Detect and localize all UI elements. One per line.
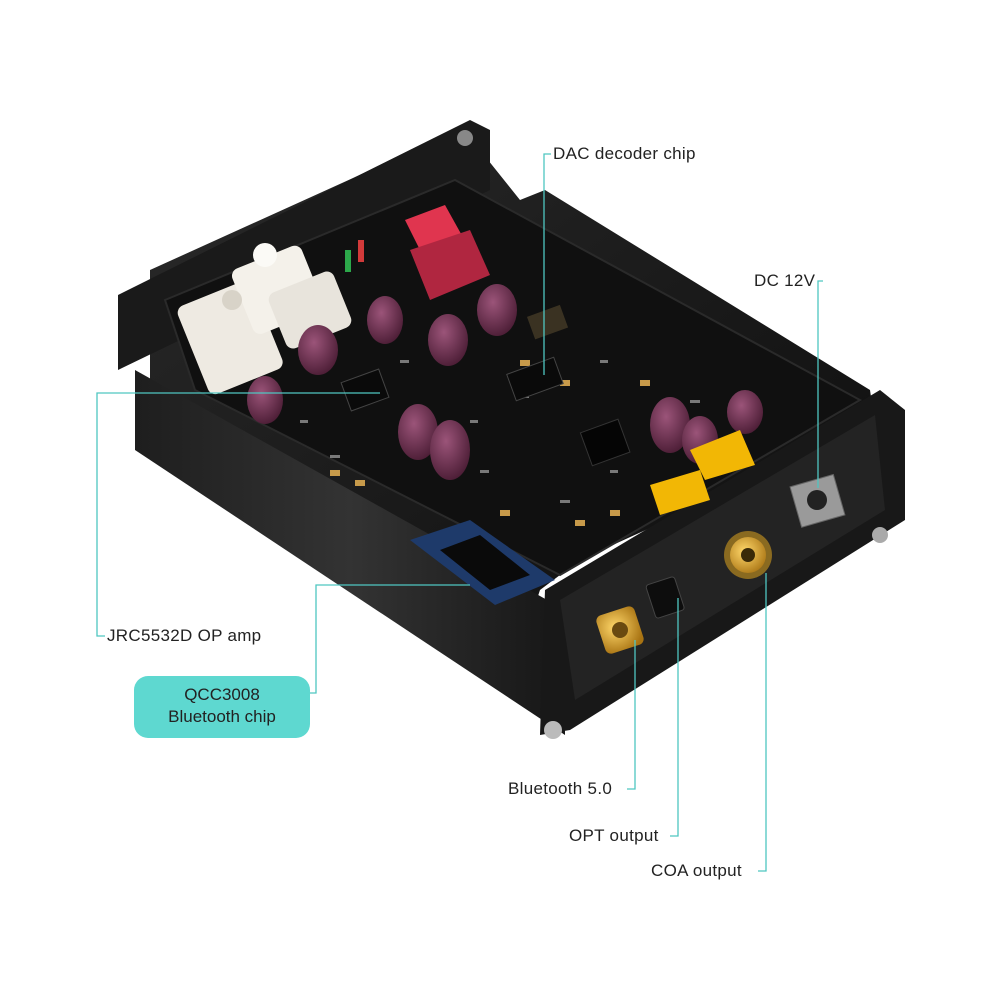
label-coa-output: COA output: [651, 861, 742, 880]
label-bluetooth-chip-line2: Bluetooth chip: [168, 707, 276, 726]
label-bluetooth-chip-line1: QCC3008: [184, 685, 260, 704]
label-bluetooth-5: Bluetooth 5.0: [508, 779, 613, 798]
label-op-amp: JRC5532D OP amp: [107, 626, 262, 645]
leader-lines: [96, 153, 823, 872]
label-dac-decoder-chip: DAC decoder chip: [553, 144, 696, 163]
connectors: [596, 430, 846, 654]
label-dc-12v: DC 12V: [754, 271, 816, 290]
label-bluetooth-chip: QCC3008 Bluetooth chip: [134, 676, 310, 738]
chips: [340, 304, 631, 605]
label-opt-output: OPT output: [569, 826, 659, 845]
terminal-blocks: [177, 243, 352, 395]
switch-and-leds: [345, 205, 490, 300]
